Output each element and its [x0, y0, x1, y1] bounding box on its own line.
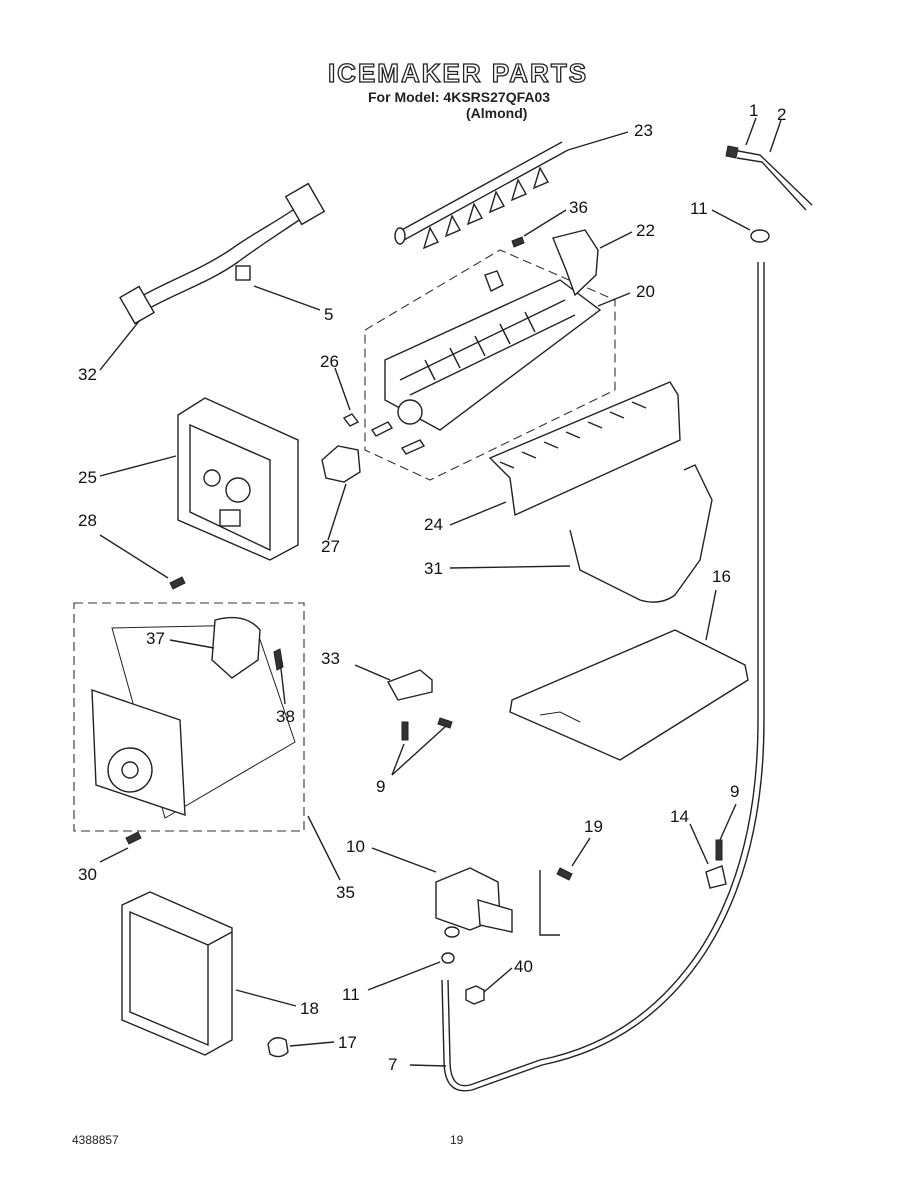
screw-30-part [125, 831, 142, 845]
doc-number: 4388857 [72, 1133, 119, 1147]
callout-2: 2 [777, 105, 787, 124]
callout-26: 26 [320, 352, 339, 371]
callout-17: 17 [338, 1033, 357, 1052]
callout-35: 35 [336, 883, 355, 902]
callout-37: 37 [146, 629, 165, 648]
callout-32: 32 [78, 365, 97, 384]
ice-mold-part [370, 270, 602, 455]
mounting-plate-part [509, 629, 749, 761]
color-line: (Almond) [466, 105, 528, 121]
callout-11-bottom: 11 [342, 985, 360, 1004]
callout-14: 14 [670, 807, 689, 826]
callout-38: 38 [276, 707, 295, 726]
stripper-part [488, 381, 681, 517]
model-line: For Model: 4KSRS27QFA03 [368, 89, 551, 105]
bracket-part [386, 669, 433, 701]
callout-16: 16 [712, 567, 731, 586]
callout-18: 18 [300, 999, 319, 1018]
callout-11-top: 11 [690, 199, 708, 218]
water-line-part [447, 262, 759, 1087]
callout-9-left: 9 [376, 777, 386, 796]
clamp-14-part [705, 865, 727, 889]
screw-9-part [401, 721, 409, 741]
callout-22: 22 [636, 221, 655, 240]
screw-28-part [169, 576, 186, 590]
nut-11b-part [441, 952, 455, 964]
ice-ejector-part [394, 141, 569, 250]
callout-40: 40 [514, 957, 533, 976]
fill-tube-part [732, 149, 813, 206]
screw-19-part [556, 867, 573, 881]
callout-27: 27 [321, 537, 340, 556]
callout-5: 5 [324, 305, 334, 324]
page-title: ICEMAKER PARTS [327, 57, 589, 88]
callout-25: 25 [78, 468, 97, 487]
front-cover-part [121, 891, 233, 1056]
page-number: 19 [450, 1133, 464, 1147]
callout-23: 23 [634, 121, 653, 140]
callout-30: 30 [78, 865, 97, 884]
module-kit-dashed-outline [73, 602, 305, 832]
callout-33: 33 [321, 649, 340, 668]
shutoff-arm-part [569, 464, 713, 603]
callout-9-right: 9 [730, 782, 740, 801]
callout-20: 20 [636, 282, 655, 301]
callout-19: 19 [584, 817, 603, 836]
screw-1-part [725, 145, 739, 159]
callout-31: 31 [424, 559, 443, 578]
mold-dashed-outline [364, 249, 616, 481]
callout-1: 1 [749, 101, 759, 120]
screw-9b-part [437, 717, 453, 729]
control-module-part [177, 397, 299, 561]
module-kit-part [91, 616, 296, 819]
callout-10: 10 [346, 837, 365, 856]
wire-harness-part [119, 182, 326, 325]
leader-lines [99, 117, 782, 1067]
nut-40-part [465, 985, 485, 1005]
shroud-part [552, 229, 599, 297]
callout-24: 24 [424, 515, 443, 534]
plug-17-part [267, 1037, 289, 1058]
water-valve-part [435, 867, 513, 938]
screw-38-part [273, 648, 284, 671]
callout-28: 28 [78, 511, 97, 530]
callout-7: 7 [388, 1055, 398, 1074]
clip-26-part [342, 413, 360, 427]
nut-11-part [750, 229, 770, 243]
screw-9c-part [715, 839, 723, 861]
thermostat-part [321, 445, 361, 483]
screw-36-part [511, 236, 525, 248]
callout-36: 36 [569, 198, 588, 217]
